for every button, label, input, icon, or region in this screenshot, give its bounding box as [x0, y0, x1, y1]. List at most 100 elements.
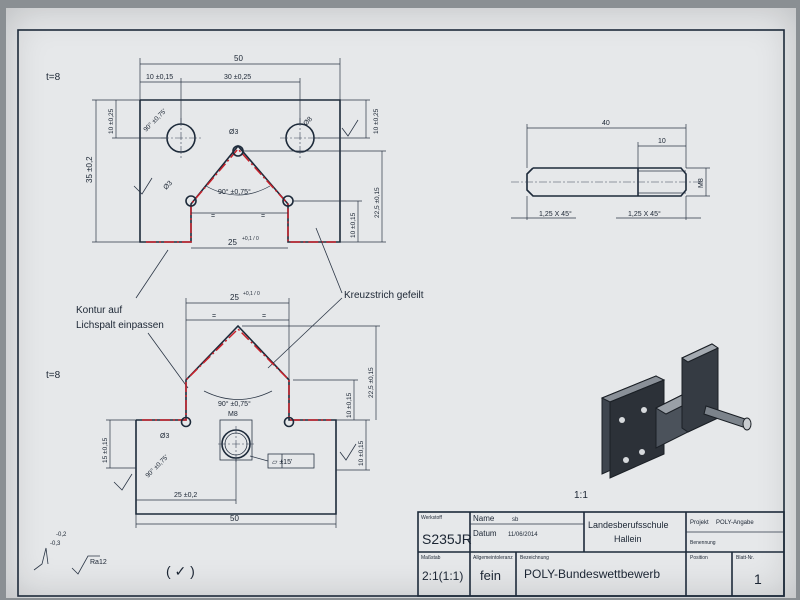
dim-pin-thread-len: 10 [658, 138, 666, 145]
surface-tol-bottom: -0,3 [50, 541, 61, 547]
surface-mark [341, 119, 359, 137]
surface-roughness: Ra12 [90, 559, 107, 566]
dim-top-offset-left: 10 ±0,25 [108, 108, 115, 134]
leader-line [147, 332, 189, 389]
pin-outline [526, 167, 687, 197]
dim-angle-center: 90° ±0,75° [218, 188, 251, 196]
bottom-contour-red [142, 327, 331, 421]
dim-pin-thread: M8 [698, 178, 705, 188]
dimension-line [203, 390, 273, 400]
title-block: Werkstoff S235JR Name sb Datum 11/06/201… [417, 511, 785, 597]
dim-eq-left: = [211, 213, 215, 220]
dim-hole-dia-small: Ø3 [229, 129, 238, 136]
dim-bottom-angle-left: 90° ±0,75' [144, 453, 170, 479]
tb-tolerance-label: Allgemeintoleranz [473, 555, 513, 561]
leader-line [267, 297, 343, 369]
drawing-sheet: t=8 50 10 ±0,15 30 ±0,25 35 ±0,2 10 [6, 8, 796, 598]
dim-bottom-hole-dia: Ø3 [160, 433, 169, 440]
iso-pin [742, 417, 752, 431]
tb-date-value: 11/06/2014 [508, 532, 538, 538]
dim-bottom-left-height: 15 ±0,15 [102, 437, 109, 463]
surface-mark [133, 177, 153, 195]
surface-mark [339, 443, 357, 461]
bottom-thickness-label: t=8 [46, 370, 61, 381]
tb-scale-value: 2:1(1:1) [422, 569, 463, 583]
surface-tol-top: -0,2 [56, 532, 67, 538]
dim-angle-left: 90° ±0,75' [142, 107, 168, 133]
dim-bottom-top-tol: +0,1 / 0 [243, 291, 260, 297]
dim-top-offset-right: 10 ±0,25 [373, 108, 380, 134]
pin-view: 40 10 M8 1,25 X 45° 1,25 X 45° [511, 120, 710, 220]
dim-height: 35 ±0,2 [85, 156, 94, 183]
annotation-contour-2: Lichspalt einpassen [76, 320, 164, 331]
drawing-border [17, 29, 785, 597]
iso-hole [641, 407, 647, 413]
dim-bottom-tol: +0,1 / 0 [242, 236, 259, 242]
dim-eq-right: = [261, 213, 265, 220]
isometric-view: 1:1 [574, 343, 752, 501]
dim-bottom-thread: M8 [228, 411, 238, 418]
dim-bottom-eq-left: = [212, 313, 216, 320]
dim-bottom-offset: 25 ±0,2 [174, 492, 197, 499]
dim-bottom-angle: 90° ±0,75° [218, 400, 251, 408]
dim-bottom-width: 50 [230, 514, 239, 523]
iso-plate [609, 379, 665, 479]
tb-title-label: Bezeichnung [520, 555, 549, 561]
iso-hole [639, 449, 645, 455]
dim-bottom-right-height: 22,5 ±0,15 [368, 367, 375, 398]
surface-symbols: -0,2 -0,3 Ra12 ( ✓ ) [33, 532, 195, 579]
tb-remark-label: Benennung [690, 540, 716, 546]
top-small-hole-left [185, 195, 197, 207]
dim-right-height: 22,5 ±0,15 [374, 187, 381, 218]
bottom-small-hole-right [283, 416, 295, 428]
annotation-cross-filed: Kreuzstrich gefeilt [344, 290, 424, 301]
bottom-small-hole-left [180, 416, 192, 428]
tb-scale-label: Maßstab [421, 555, 441, 561]
dimension-line [205, 185, 271, 196]
tb-page-label: Blatt-Nr. [736, 555, 754, 561]
dim-pin-length: 40 [602, 120, 610, 127]
dim-bottom-eq-right: = [262, 313, 266, 320]
iso-scale-label: 1:1 [574, 490, 588, 501]
surface-mark [113, 473, 133, 491]
leader-line [135, 249, 169, 299]
iso-hole [623, 457, 629, 463]
dim-bottom-width: 25 [228, 238, 237, 247]
tb-position-label: Position [690, 555, 708, 561]
dim-hole-spacing: 30 ±0,25 [224, 74, 251, 81]
tb-school-2: Hallein [614, 534, 642, 544]
annotations: Kontur auf Lichspalt einpassen Kreuzstri… [76, 227, 424, 389]
dim-bottom-flatness: ⏥ ±15' [272, 459, 292, 466]
tb-school-1: Landesberufsschule [588, 520, 669, 530]
dim-pin-chamfer-left: 1,25 X 45° [539, 210, 572, 218]
tb-project-value: POLY-Angabe [716, 520, 754, 526]
dim-bottom-right-base: 10 ±0,15 [358, 440, 365, 466]
dim-pin-chamfer-right: 1,25 X 45° [628, 210, 661, 218]
dim-bottom-right-low: 10 ±0,15 [346, 392, 353, 418]
tb-page-value: 1 [754, 571, 762, 587]
surface-mark [33, 547, 49, 571]
tb-date-label: Datum [473, 529, 497, 538]
iso-upright [680, 343, 720, 363]
tb-project-label: Projekt [690, 520, 709, 526]
leader-line [249, 455, 269, 462]
top-contour-red [146, 147, 336, 243]
tb-name-value: sb [512, 517, 519, 523]
surface-general: ( ✓ ) [166, 563, 195, 579]
surface-mark [71, 555, 100, 575]
annotation-contour-1: Kontur auf [76, 305, 122, 316]
leader-line [315, 227, 343, 294]
tb-material-label: Werkstoff [421, 515, 443, 521]
tb-name-label: Name [473, 514, 495, 523]
tb-title-value: POLY-Bundeswettbewerb [524, 567, 660, 581]
tb-tolerance-value: fein [480, 568, 501, 583]
title-block-frame [417, 511, 785, 597]
top-view: t=8 50 10 ±0,15 30 ±0,25 35 ±0,2 10 [46, 54, 386, 249]
iso-hole [619, 417, 625, 423]
dim-top-width: 50 [234, 54, 243, 63]
dim-right-low: 10 ±0,15 [350, 212, 357, 238]
dim-left-offset: 10 ±0,15 [146, 74, 173, 81]
technical-drawing: t=8 50 10 ±0,15 30 ±0,25 35 ±0,2 10 [17, 29, 785, 597]
dim-hole-dia-right: Ø8 [302, 116, 314, 128]
dim-bottom-top-width: 25 [230, 293, 239, 302]
